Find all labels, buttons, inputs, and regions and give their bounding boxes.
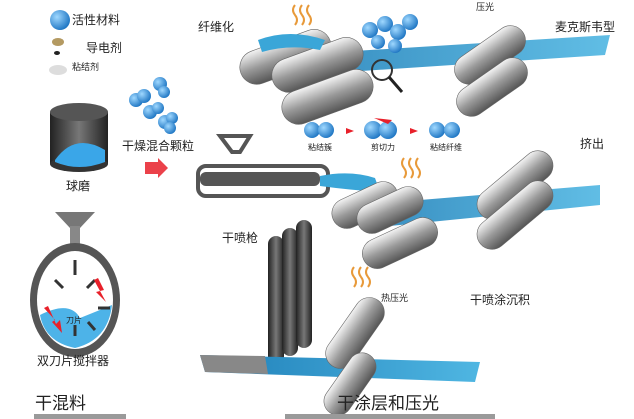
conductive-agent-icon bbox=[52, 38, 64, 55]
label-dry-mixed-granules: 干燥混合颗粒 bbox=[122, 139, 195, 153]
label-ball-mill: 球磨 bbox=[66, 179, 91, 193]
dry-spray-guns-icon bbox=[268, 220, 312, 364]
heat-icon bbox=[292, 4, 312, 26]
label-hot-calendering: 热压光 bbox=[381, 294, 409, 304]
binder-fiber-process-icons bbox=[304, 118, 460, 139]
label-dry-spray-deposition: 干喷涂沉积 bbox=[470, 293, 531, 307]
extruder-screw-icon bbox=[196, 134, 380, 198]
label-binder-fiber: 粘结纤维 bbox=[430, 143, 462, 152]
label-shear-force: 剪切力 bbox=[371, 143, 395, 152]
label-binder-cluster: 粘结簇 bbox=[308, 143, 332, 152]
section-title-dry-coating: 干涂层和压光 bbox=[337, 394, 439, 414]
label-maxwell: 麦克斯韦型 bbox=[555, 20, 616, 34]
twin-blade-mixer-icon bbox=[30, 212, 120, 357]
label-fibrillation: 纤维化 bbox=[198, 20, 235, 34]
section-title-dry-mixing: 干混料 bbox=[35, 394, 86, 414]
legend-label-binder: 粘结剂 bbox=[72, 63, 100, 73]
dry-spray-deposition-line bbox=[200, 266, 480, 416]
label-dry-spray-gun: 干喷枪 bbox=[222, 231, 259, 245]
ball-mill-icon bbox=[50, 103, 108, 172]
label-blade: 刀片 bbox=[66, 316, 82, 325]
extrusion-rollers bbox=[331, 150, 600, 269]
legend-label-conductive-agent: 导电剂 bbox=[86, 41, 123, 55]
binder-icon bbox=[49, 65, 67, 75]
dry-mixed-granules-icon bbox=[129, 77, 178, 134]
fibrillation-rollers bbox=[239, 4, 610, 125]
section-underline-dry-mixing bbox=[34, 414, 126, 419]
legend-label-active-material: 活性材料 bbox=[72, 13, 121, 27]
magnifier-icon bbox=[371, 59, 404, 93]
label-twin-blade-mixer: 双刀片搅拌器 bbox=[37, 354, 110, 368]
section-underline-dry-coating bbox=[285, 414, 495, 419]
active-material-sphere-icon bbox=[50, 10, 70, 30]
red-arrow-icon bbox=[145, 158, 168, 178]
label-extrusion: 挤出 bbox=[580, 137, 605, 151]
label-calendering: 压光 bbox=[476, 3, 495, 13]
